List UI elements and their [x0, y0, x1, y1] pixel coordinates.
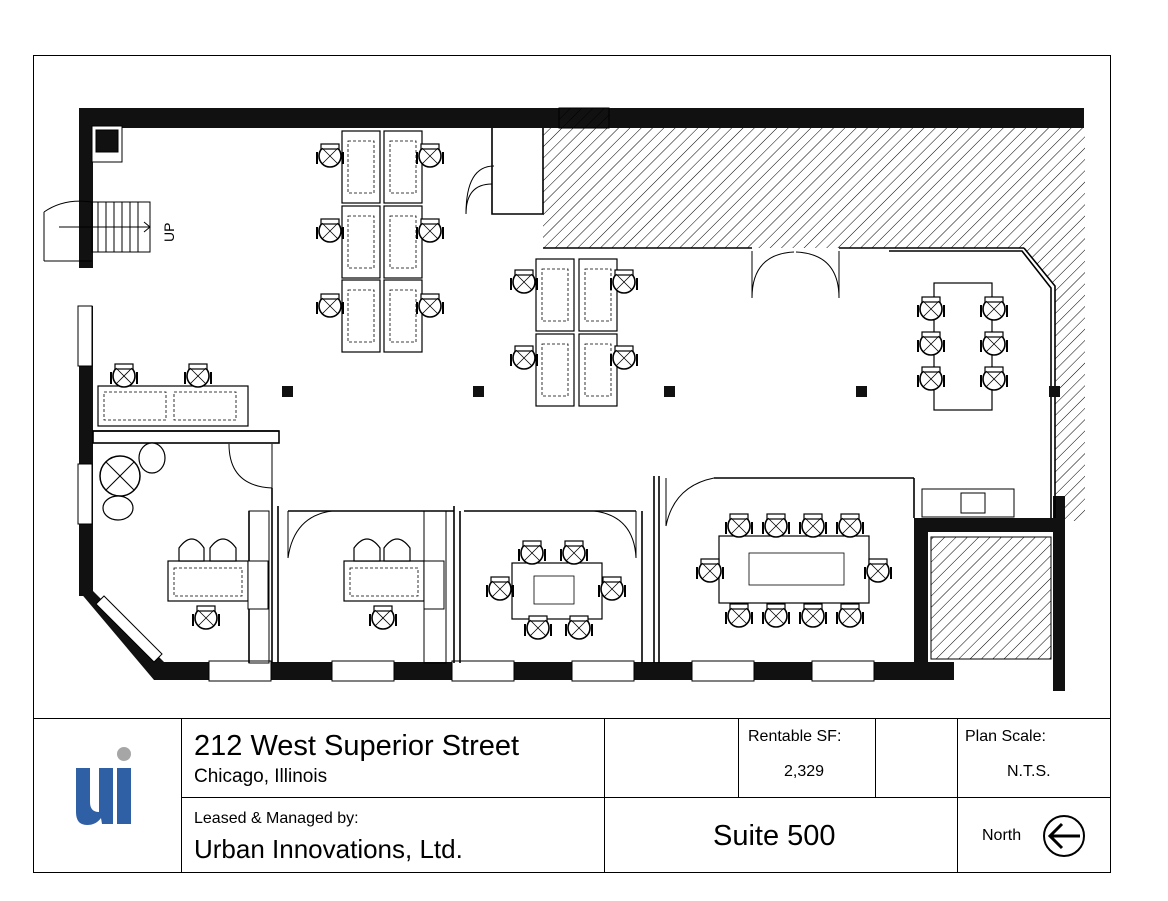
doors — [228, 165, 840, 559]
drawing-sheet: UP 212 West Superior Street Chicago, Ill… — [33, 55, 1111, 873]
small-conference — [486, 540, 626, 640]
workstations-west — [97, 363, 249, 427]
title-block-divider — [957, 718, 958, 872]
suite-label: Suite 500 — [713, 820, 836, 852]
title-block-divider — [604, 718, 605, 872]
managed-by-label: Leased & Managed by: — [194, 810, 359, 827]
lounge — [99, 442, 166, 521]
east-meeting-table — [917, 282, 1008, 411]
north-label: North — [982, 827, 1022, 844]
plan-scale-value: N.T.S. — [1007, 763, 1051, 780]
address-line1: 212 West Superior Street — [194, 730, 520, 762]
columns — [282, 386, 1060, 397]
interior-walls — [92, 128, 1056, 664]
title-block-divider — [181, 718, 182, 872]
office-1 — [167, 538, 269, 630]
title-block-divider — [181, 797, 1110, 798]
windows — [77, 107, 875, 682]
north-arrow-icon — [1043, 815, 1085, 857]
company-name: Urban Innovations, Ltd. — [194, 834, 463, 864]
workstations-center — [510, 258, 638, 407]
title-block-divider — [738, 718, 739, 797]
rentable-sf-label: Rentable SF: — [748, 728, 842, 745]
rentable-sf-value: 2,329 — [784, 763, 825, 780]
urban-innovations-logo — [76, 747, 131, 825]
title-block-divider — [875, 718, 876, 797]
plan-scale-label: Plan Scale: — [965, 728, 1046, 745]
office-2 — [343, 538, 445, 630]
large-conference — [696, 513, 892, 628]
workstations-north — [316, 130, 444, 353]
floor-plan: UP — [43, 107, 1085, 691]
stair — [43, 125, 151, 262]
address-line2: Chicago, Illinois — [194, 766, 328, 787]
stair-up-label: UP — [161, 223, 177, 242]
title-block-top-line — [34, 718, 1110, 719]
